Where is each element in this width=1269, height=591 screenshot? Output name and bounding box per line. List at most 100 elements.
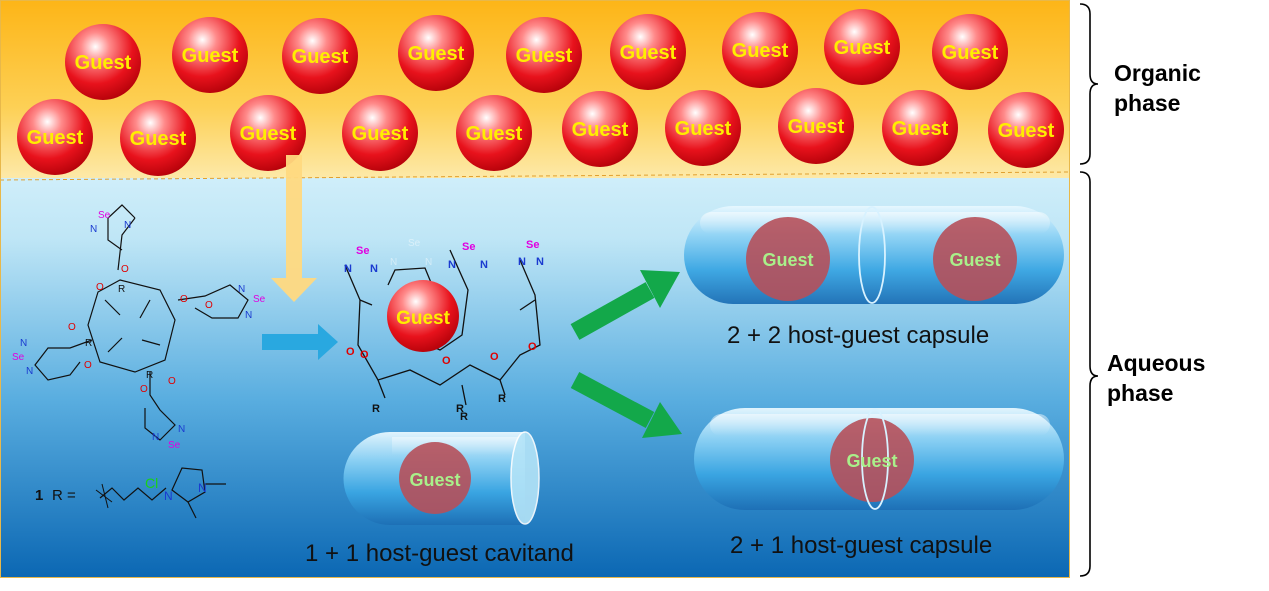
guest-label: Guest [130, 128, 187, 150]
r-group-label: R [460, 411, 468, 423]
guest-label: Guest [892, 118, 949, 140]
guest-sphere: Guest [282, 18, 358, 94]
guest-label: Guest [75, 52, 132, 74]
guest-label: Guest [466, 123, 523, 145]
caption-capsule-2-2: 2 + 2 host-guest capsule [727, 322, 990, 349]
encapsulated-guest-sphere: Guest [387, 280, 459, 352]
guest-label: Guest [762, 250, 813, 270]
nitrogen-label: N [390, 257, 397, 268]
guest-label: Guest [27, 127, 84, 149]
oxygen-label: O [205, 300, 213, 311]
selenium-label: Se [462, 241, 475, 253]
nitrogen-label: N [20, 338, 27, 349]
aqueous-phase-label: Aqueous phase [1107, 348, 1205, 408]
nitrogen-label: N [425, 257, 432, 268]
guest-label: Guest [732, 40, 789, 62]
r-group-label: R [372, 403, 380, 415]
encapsulation-arrow [262, 324, 338, 360]
oxygen-label: O [528, 341, 537, 353]
organic-phase-label-line2: phase [1114, 90, 1181, 116]
oxygen-label: O [84, 360, 92, 371]
aqueous-phase-label-line1: Aqueous [1107, 350, 1206, 376]
imidazolium-n-methyl-label: N [198, 481, 207, 495]
nitrogen-label: N [238, 284, 245, 295]
nitrogen-label: N [448, 259, 456, 271]
caption-capsule-2-1: 2 + 1 host-guest capsule [730, 532, 993, 559]
organic-phase-label: Organic phase [1114, 58, 1201, 118]
guest-label: Guest [408, 43, 465, 65]
nitrogen-label: N [344, 263, 352, 275]
guest-label: Guest [516, 45, 573, 67]
guest-sphere: Guest [230, 95, 306, 171]
oxygen-label: O [490, 351, 499, 363]
oxygen-label: O [168, 376, 176, 387]
nitrogen-label: N [480, 259, 488, 271]
selenium-label: Se [168, 440, 181, 451]
cavitand-structure-top-view [34, 204, 249, 441]
panel-border [0, 0, 1070, 578]
guest-label: Guest [788, 116, 845, 138]
capsule-1-1: Guest [343, 431, 540, 525]
transfer-arrow-down [271, 155, 317, 302]
guest-label: Guest [572, 119, 629, 141]
guest-sphere: Guest [65, 24, 141, 100]
oxygen-label: O [96, 282, 104, 293]
organic-phase-brace [1079, 3, 1099, 165]
selenium-label: Se [253, 294, 266, 305]
guest-sphere: Guest [722, 12, 798, 88]
nitrogen-label: N [518, 256, 526, 268]
guest-label: Guest [998, 120, 1055, 142]
guest-label: Guest [396, 308, 451, 329]
r-group-label: R [498, 393, 506, 405]
r-group-label: R [85, 338, 92, 349]
organic-phase-label-line1: Organic [1114, 60, 1201, 86]
compound-number: 1 [35, 487, 43, 504]
guest-label: Guest [949, 250, 1000, 270]
caption-cavitand: 1 + 1 host-guest cavitand [305, 540, 574, 567]
oxygen-label: O [140, 384, 148, 395]
guest-sphere: Guest [778, 88, 854, 164]
guest-label: Guest [182, 45, 239, 67]
imidazolium-n-label: N [164, 489, 173, 503]
guest-label: Guest [620, 42, 677, 64]
capsule-2-2: Guest Guest [684, 206, 1064, 304]
guest-label: Guest [834, 37, 891, 59]
nitrogen-label: N [90, 224, 97, 235]
oxygen-label: O [121, 264, 129, 275]
guest-sphere: Guest [882, 90, 958, 166]
cavitand-faded-atoms: Se N N [390, 238, 432, 268]
chloride-label: Cl [145, 475, 158, 491]
guest-label: Guest [942, 42, 999, 64]
r-group-definition: 1 R = Cl N N [35, 467, 226, 519]
oxygen-label: O [346, 346, 355, 358]
aqueous-phase-brace [1079, 171, 1099, 577]
guest-label: Guest [409, 470, 460, 490]
phase-interface-line [0, 171, 1071, 181]
guest-sphere: Guest [172, 17, 248, 93]
guest-label: Guest [240, 123, 297, 145]
nitrogen-label: N [124, 220, 131, 231]
oxygen-label: O [360, 349, 369, 361]
nitrogen-label: N [370, 263, 378, 275]
r-group-label: R [456, 403, 464, 415]
guest-sphere: Guest [342, 95, 418, 171]
guest-sphere: Guest [506, 17, 582, 93]
guest-sphere: Guest [824, 9, 900, 85]
dimerization-arrow-top [570, 270, 680, 340]
cavitand-side-atoms: Se N N Se N N Se N N O O O O O R R R R [344, 239, 544, 423]
cavitand-side-view [344, 249, 541, 406]
r-group-label: R [118, 284, 125, 295]
selenium-label: Se [356, 245, 369, 257]
r-equals-label: R = [52, 487, 76, 504]
cavitand-atoms-top-view: Se N N Se N N Se N N Se N N O O O O O O … [12, 210, 266, 451]
oxygen-label: O [180, 294, 188, 305]
guest-label: Guest [675, 118, 732, 140]
selenium-label: Se [12, 352, 25, 363]
dimerization-arrow-bottom [570, 372, 682, 438]
guest-sphere: Guest [17, 99, 93, 175]
oxygen-label: O [442, 355, 451, 367]
capsule-2-1: Guest [694, 408, 1064, 510]
guest-sphere: Guest [665, 90, 741, 166]
